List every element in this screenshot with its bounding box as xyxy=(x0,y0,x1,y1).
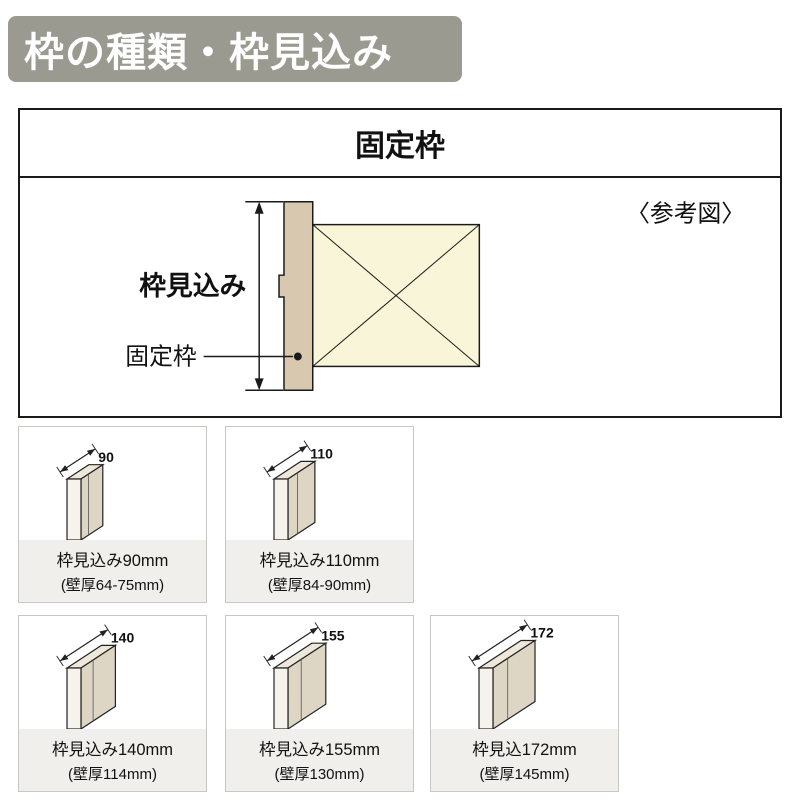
frame-diagram-140: 140 xyxy=(56,624,135,729)
frame-diagram-110: 110 xyxy=(263,440,333,540)
frame-marker-dot xyxy=(293,352,302,361)
card-wall-text: (壁厚64-75mm) xyxy=(60,577,165,594)
fixed-frame-diagram: 枠見込み 固定枠 〈参考図〉 xyxy=(125,201,745,391)
card-depth-text: 枠見込み110mm xyxy=(259,552,380,570)
panel-title: 固定枠 xyxy=(20,110,780,178)
card-label: 枠見込み140mm (壁厚114mm) xyxy=(19,729,206,791)
card-depth-text: 枠見込172mm xyxy=(472,741,577,759)
card-wall-text: (壁厚84-90mm) xyxy=(267,577,372,594)
fixed-frame-label: 固定枠 xyxy=(125,343,196,370)
frame-option-card-155: 155 枠見込み155mm (壁厚130mm) xyxy=(225,615,414,792)
svg-text:140: 140 xyxy=(111,630,135,646)
card-label: 枠見込172mm (壁厚145mm) xyxy=(431,729,618,791)
card-depth-text: 枠見込み140mm xyxy=(51,741,174,759)
frame-option-card-172: 172 枠見込172mm (壁厚145mm) xyxy=(430,615,619,792)
card-wall-text: (壁厚145mm) xyxy=(479,766,570,783)
dimension-arrowhead-bottom xyxy=(254,378,264,391)
frame-option-card-110: 110 枠見込み110mm (壁厚84-90mm) xyxy=(225,426,414,603)
page-title-banner: 枠の種類・枠見込み xyxy=(8,16,462,82)
frame-diagram-155: 155 xyxy=(263,622,345,729)
frame-option-card-90: 90 枠見込み90mm (壁厚64-75mm) xyxy=(18,426,207,603)
frame-diagram-172: 172 xyxy=(468,619,554,729)
wall-cross-line-2 xyxy=(312,224,480,367)
page-title: 枠の種類・枠見込み xyxy=(24,31,393,75)
panel-body: 枠見込み 固定枠 〈参考図〉 xyxy=(20,178,780,416)
card-depth-text: 枠見込み90mm xyxy=(56,552,169,570)
reference-figure-label: 〈参考図〉 xyxy=(626,201,745,228)
depth-label: 枠見込み xyxy=(139,271,246,301)
svg-text:110: 110 xyxy=(310,446,333,462)
svg-text:155: 155 xyxy=(321,627,345,643)
card-depth-text: 枠見込み155mm xyxy=(258,741,381,759)
card-label: 枠見込み110mm (壁厚84-90mm) xyxy=(226,540,413,602)
dimension-arrowhead-top xyxy=(254,201,264,214)
card-label: 枠見込み90mm (壁厚64-75mm) xyxy=(19,540,206,602)
fixed-frame-panel: 固定枠 枠見込み 固定枠 〈参考図〉 xyxy=(18,108,782,418)
fixed-frame-bar xyxy=(278,201,314,391)
frame-option-card-140: 140 枠見込み140mm (壁厚114mm) xyxy=(18,615,207,792)
card-label: 枠見込み155mm (壁厚130mm) xyxy=(226,729,413,791)
svg-text:172: 172 xyxy=(530,625,554,641)
card-wall-text: (壁厚130mm) xyxy=(274,766,365,783)
frame-diagram-90: 90 xyxy=(56,443,114,540)
card-wall-text: (壁厚114mm) xyxy=(68,766,157,783)
svg-text:90: 90 xyxy=(98,449,114,465)
